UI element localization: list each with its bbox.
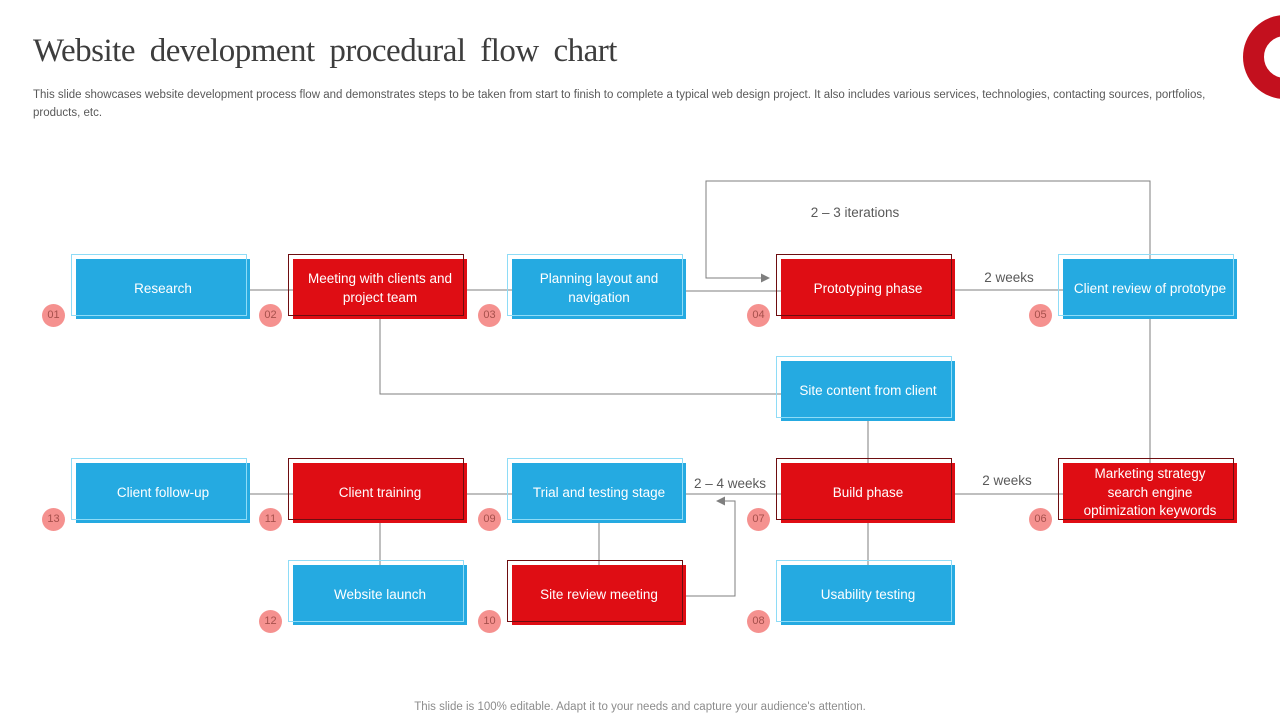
page-title: Website development procedural flow char… [33,33,617,69]
node-label: Usability testing [820,586,916,602]
trial-duration-label: 2 – 4 weeks [693,476,767,491]
node-website-launch[interactable]: Website launch 12 [259,560,467,633]
slide-description: This slide showcases website development… [33,89,1206,119]
node-build-phase[interactable]: Build phase 07 [747,458,955,531]
node-label: Client follow-up [116,484,210,500]
node-client-training[interactable]: Client training 11 [259,458,467,531]
node-label: Marketing strategy search engine optimiz… [1083,466,1217,519]
node-label: Build phase [832,484,904,500]
step-number-badge: 06 [1029,508,1052,531]
node-label: Client training [338,484,422,500]
node-prototyping-phase[interactable]: Prototyping phase 04 [747,254,955,327]
prototype-duration-label: 2 weeks [984,270,1034,285]
node-label: Prototyping phase [813,280,923,296]
node-trial-and-testing[interactable]: Trial and testing stage 09 [478,458,686,531]
node-label: Site review meeting [540,586,658,602]
node-meeting-with-clients[interactable]: Meeting with clients and project team 02 [259,254,467,327]
step-number-badge: 04 [747,304,770,327]
step-number-badge: 10 [478,610,501,633]
step-number-badge: 13 [42,508,65,531]
node-label: Meeting with clients and project team [307,271,453,305]
node-label: Planning layout and navigation [539,271,659,305]
node-label: Site content from client [799,382,937,398]
step-number-badge: 12 [259,610,282,633]
build-duration-label: 2 weeks [982,473,1032,488]
step-number-badge: 03 [478,304,501,327]
step-number-badge: 05 [1029,304,1052,327]
step-number-badge: 01 [42,304,65,327]
step-number-badge: 09 [478,508,501,531]
node-label: Trial and testing stage [532,484,666,500]
step-number-badge: 08 [747,610,770,633]
node-planning-layout[interactable]: Planning layout and navigation 03 [478,254,686,327]
node-label: Website launch [333,586,427,602]
editable-note: This slide is 100% editable. Adapt it to… [414,701,866,713]
node-site-review-meeting[interactable]: Site review meeting 10 [478,560,686,633]
node-site-content[interactable]: Site content from client [776,356,955,421]
node-marketing-strategy[interactable]: Marketing strategy search engine optimiz… [1029,458,1237,531]
node-research[interactable]: Research 01 [42,254,250,327]
step-number-badge: 07 [747,508,770,531]
iterations-label: 2 – 3 iterations [810,205,900,220]
step-number-badge: 02 [259,304,282,327]
node-label: Research [134,280,192,296]
node-client-review[interactable]: Client review of prototype 05 [1029,254,1237,327]
node-usability-testing[interactable]: Usability testing 08 [747,560,955,633]
node-client-followup[interactable]: Client follow-up 13 [42,458,250,531]
step-number-badge: 11 [259,508,282,531]
node-label: Client review of prototype [1073,280,1227,296]
company-logo-ring-icon [1243,15,1280,99]
